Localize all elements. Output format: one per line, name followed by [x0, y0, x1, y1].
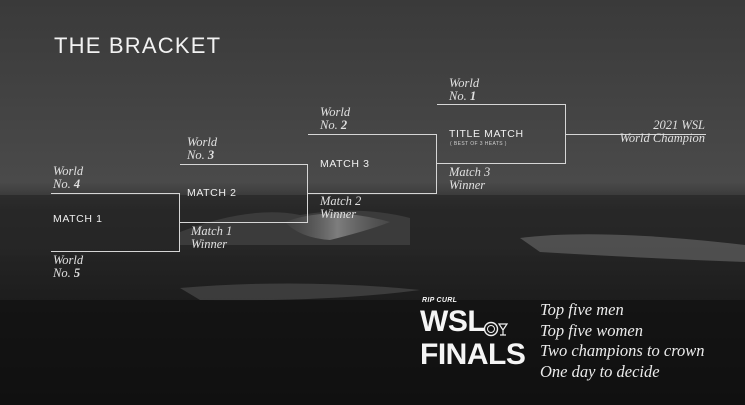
seed-2-label: World No. 2	[320, 105, 351, 132]
match-3-label: MATCH 3	[320, 158, 370, 170]
wsl-finals-logo: RIP CURL WSL FINALS	[420, 297, 526, 377]
tagline-item: Top five women	[540, 320, 643, 340]
seed-5-label: World No. 5	[53, 253, 84, 280]
finals-wordmark: FINALS	[420, 338, 526, 371]
tagline-item: One day to decide	[540, 361, 660, 381]
match-1-label: MATCH 1	[53, 213, 103, 225]
title-connector	[565, 104, 566, 164]
tagline-item: Two champions to crown	[540, 341, 705, 360]
match-2-winner-label: Match 2 Winner	[320, 194, 362, 221]
tagline-item: Top five men	[540, 300, 624, 319]
seed1-line	[437, 104, 565, 105]
wave-rings-icon	[483, 321, 509, 337]
seed5-line	[51, 251, 179, 252]
seed4-line	[51, 193, 179, 194]
seed2-line	[308, 134, 436, 135]
match1-connector	[179, 193, 180, 252]
title-match-label: TITLE MATCH	[449, 128, 524, 140]
champion-label: 2021 WSL World Champion	[619, 118, 705, 145]
champion-line	[566, 134, 706, 135]
match1-winner-line	[180, 222, 307, 223]
seed3-line	[180, 164, 307, 165]
wsl-wordmark: WSL	[420, 305, 486, 338]
title-match-subtitle: ( BEST OF 3 HEATS )	[450, 141, 507, 147]
seed-3-label: World No. 3	[187, 135, 218, 162]
match-2-label: MATCH 2	[187, 187, 237, 199]
match-1-winner-label: Match 1 Winner	[191, 224, 233, 251]
match3-connector	[436, 134, 437, 194]
match2-winner-line	[308, 193, 436, 194]
page-title: THE BRACKET	[54, 33, 222, 58]
tagline-list: Top five men Top five women Two champion…	[540, 300, 705, 382]
seed-1-label: World No. 1	[449, 76, 480, 103]
match2-connector	[307, 164, 308, 223]
match-3-winner-label: Match 3 Winner	[449, 165, 491, 192]
seed-4-label: World No. 4	[53, 164, 84, 191]
rip-curl-brand: RIP CURL	[422, 297, 458, 304]
match3-winner-line	[437, 163, 565, 164]
